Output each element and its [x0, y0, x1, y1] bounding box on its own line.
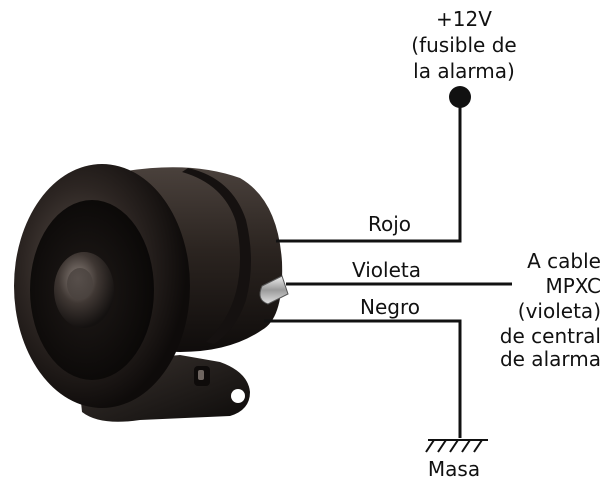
wiring: [264, 86, 512, 453]
destination-label-line: (violeta): [518, 299, 601, 323]
wire-label-rojo: Rojo: [368, 212, 411, 236]
wire-label-negro: Negro: [360, 295, 420, 319]
terminal-screw-highlight: [198, 370, 204, 380]
destination-label-line: A cable: [527, 249, 601, 273]
ground-icon: [425, 439, 488, 453]
wire-label-violeta: Violeta: [352, 258, 421, 282]
power-label-line: +12V: [436, 7, 492, 31]
wire-negro: [264, 319, 462, 438]
ground-label: Masa: [428, 457, 480, 481]
labels: +12V (fusible de la alarma) Rojo Violeta…: [352, 7, 601, 481]
power-label-line: la alarma): [413, 59, 515, 83]
power-label-line: (fusible de: [411, 33, 516, 57]
siren-center-cap-dome: [67, 268, 93, 300]
siren-image: [14, 164, 289, 422]
siren-body-band: [182, 168, 251, 344]
wire-rojo: [276, 97, 462, 243]
destination-label-line: MPXC: [545, 274, 601, 298]
wire-grommet: [259, 275, 289, 305]
destination-label-line: de alarma: [500, 347, 601, 371]
bracket-hole-icon: [231, 389, 245, 403]
destination-label-line: de central: [500, 324, 601, 348]
